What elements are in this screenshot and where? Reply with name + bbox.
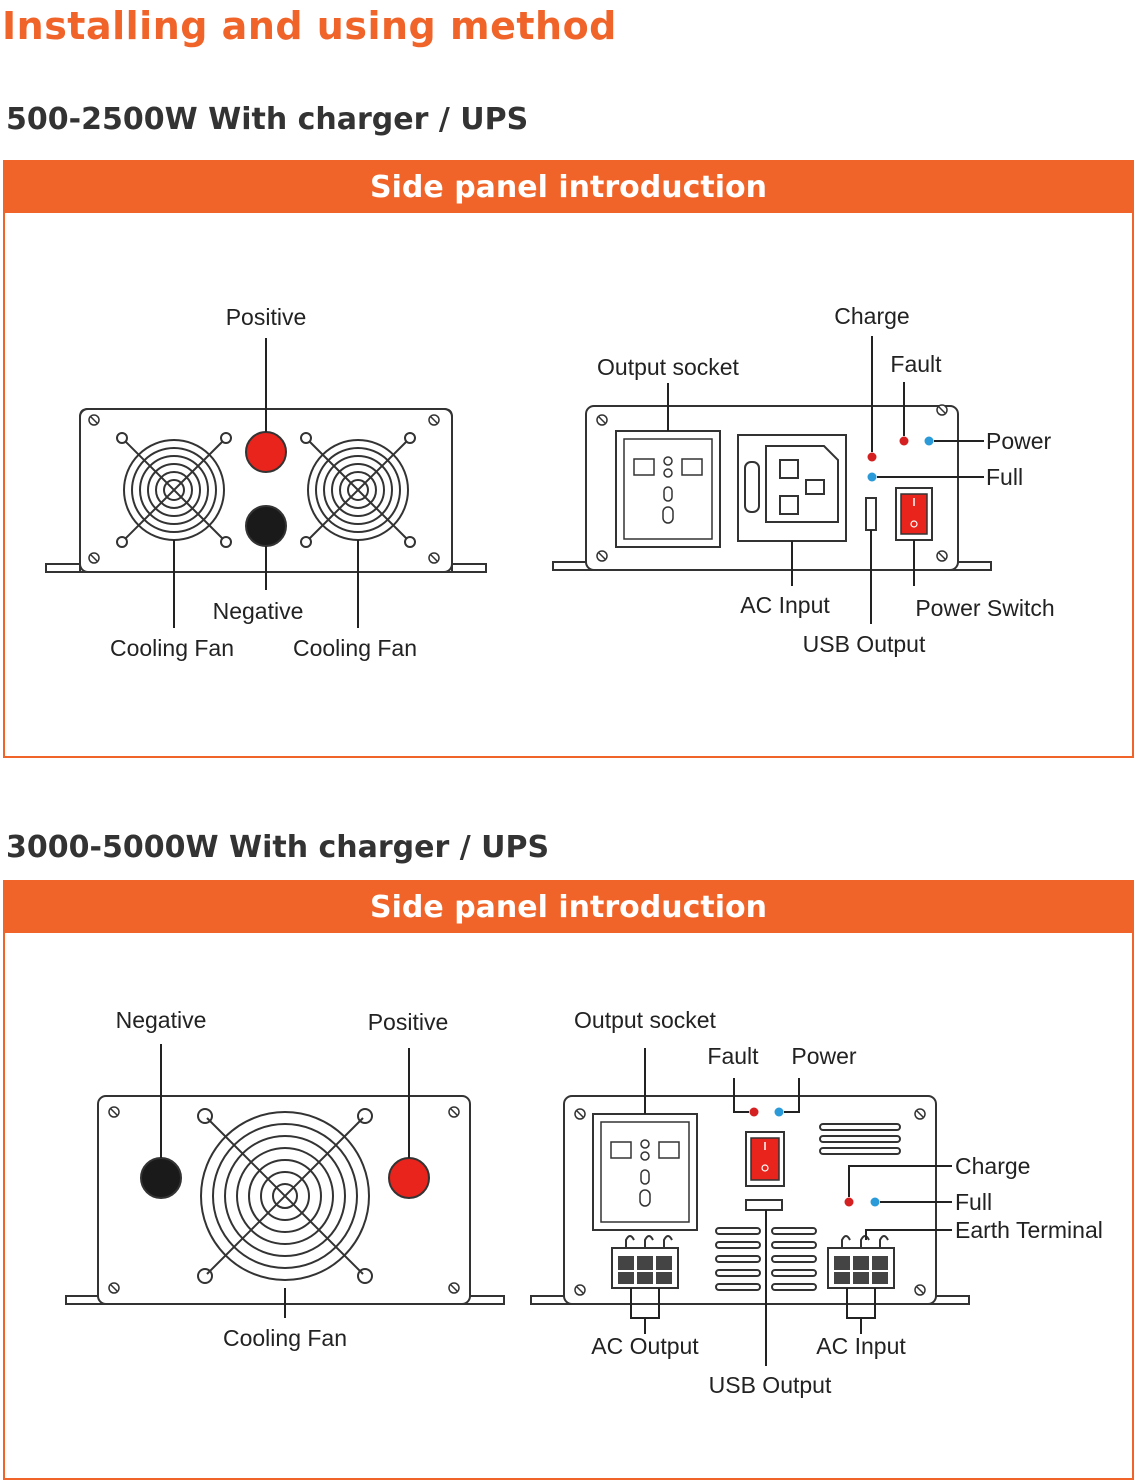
- negative-terminal-icon: [140, 1157, 182, 1199]
- output-socket-icon: [615, 430, 721, 548]
- label-cooling-fan: Cooling Fan: [223, 1325, 347, 1351]
- power-switch-icon: [895, 487, 933, 541]
- label-charge: Charge: [955, 1153, 1030, 1179]
- cooling-fan-icon: [197, 1108, 373, 1284]
- label-ac-input: AC Input: [816, 1333, 906, 1359]
- label-negative: Negative: [116, 1007, 207, 1033]
- positive-terminal-icon: [245, 431, 287, 473]
- ac-input-icon: [737, 434, 847, 542]
- unit-1-left: Positive Negative Cooling Fan Cooling Fa…: [45, 304, 487, 661]
- unit-2-right: Output socket Fault Power Charge Full Ea…: [530, 1007, 1103, 1398]
- label-negative: Negative: [213, 598, 304, 624]
- label-usb-output: USB Output: [803, 631, 926, 657]
- vent-bottom: [715, 1227, 817, 1291]
- negative-terminal-icon: [245, 505, 287, 547]
- led-fault-icon: [899, 436, 909, 446]
- unit-1-right: Output socket Charge Fault Power Full AC…: [552, 303, 1055, 657]
- led-charge-icon: [844, 1197, 854, 1207]
- label-power: Power: [791, 1043, 857, 1069]
- section-1-panel: Side panel introduction: [3, 160, 1134, 758]
- label-charge: Charge: [834, 303, 909, 329]
- section-2-panel: Side panel introduction: [3, 880, 1134, 1480]
- label-ac-input: AC Input: [740, 592, 830, 618]
- section-2-title: 3000-5000W With charger / UPS: [6, 830, 550, 865]
- label-cooling-fan-left: Cooling Fan: [110, 635, 234, 661]
- positive-terminal-icon: [388, 1157, 430, 1199]
- output-socket-icon: [592, 1113, 698, 1231]
- page-title: Installing and using method: [2, 4, 617, 48]
- label-fault: Fault: [707, 1043, 759, 1069]
- label-positive: Positive: [226, 304, 307, 330]
- led-charge-icon: [867, 452, 877, 462]
- label-full: Full: [986, 464, 1023, 490]
- label-power-switch: Power Switch: [915, 595, 1054, 621]
- label-output-socket: Output socket: [574, 1007, 717, 1033]
- label-fault: Fault: [890, 351, 942, 377]
- usb-port-icon: [745, 1199, 783, 1211]
- power-switch-icon: [745, 1131, 785, 1187]
- label-cooling-fan-right: Cooling Fan: [293, 635, 417, 661]
- led-power-icon: [924, 436, 934, 446]
- label-positive: Positive: [368, 1009, 449, 1035]
- led-full-icon: [867, 472, 877, 482]
- label-ac-output: AC Output: [591, 1333, 699, 1359]
- section-1-title: 500-2500W With charger / UPS: [6, 102, 529, 137]
- led-power-icon: [774, 1107, 784, 1117]
- section-2-header: Side panel introduction: [5, 882, 1132, 933]
- label-output-socket: Output socket: [597, 354, 740, 380]
- label-power: Power: [986, 428, 1052, 454]
- led-fault-icon: [749, 1107, 759, 1117]
- label-earth-terminal: Earth Terminal: [955, 1217, 1103, 1243]
- vent-top: [819, 1123, 901, 1155]
- led-full-icon: [870, 1197, 880, 1207]
- label-full: Full: [955, 1189, 992, 1215]
- unit-2-left: Negative Positive Cooling Fan: [65, 1007, 505, 1351]
- section-1-header: Side panel introduction: [5, 162, 1132, 213]
- usb-port-icon: [865, 497, 877, 531]
- label-usb-output: USB Output: [709, 1372, 832, 1398]
